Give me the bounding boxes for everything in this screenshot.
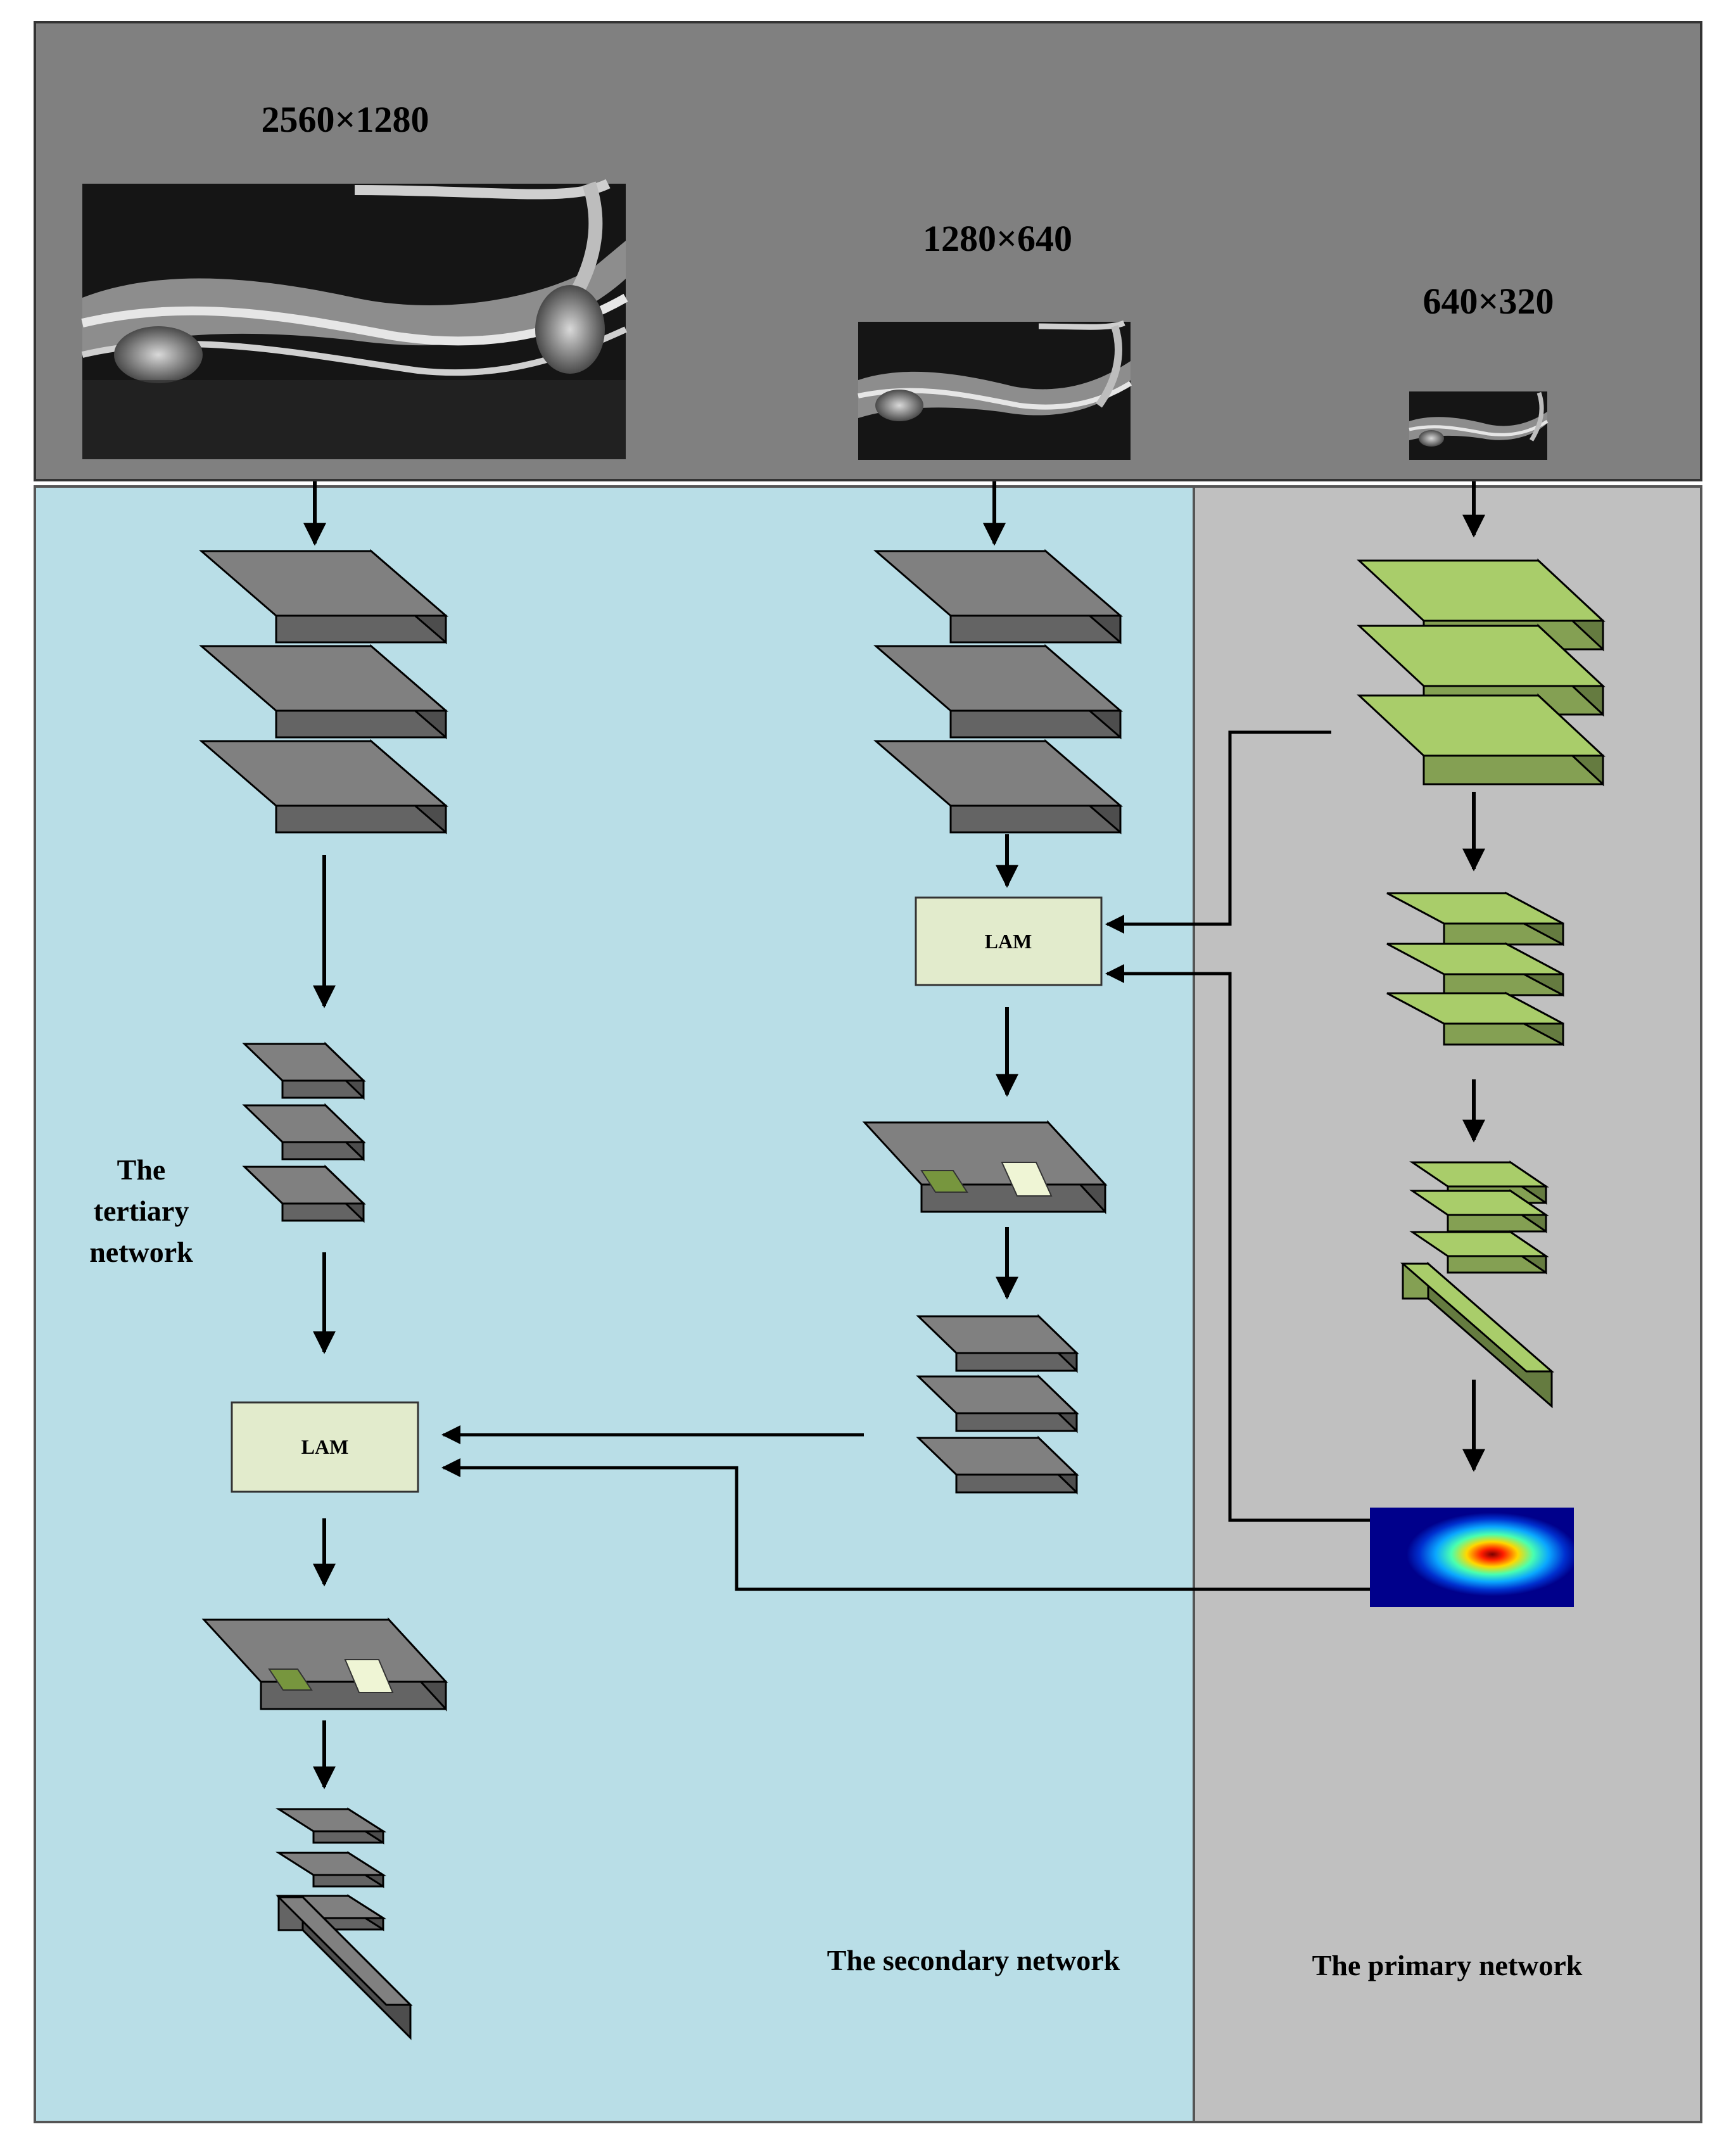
tertiary-mid-layer-2 (242, 1103, 366, 1162)
secondary-fused-green-patch (920, 1170, 968, 1193)
secondary-network-label: The secondary network (827, 1944, 1120, 1976)
primary-encoder-layer-3 (1357, 693, 1606, 787)
connector-heatmap-to-tertiary-lam (441, 1458, 1370, 1591)
tertiary-fused-light-patch (344, 1659, 394, 1693)
secondary-encoder-layer-3 (873, 739, 1124, 835)
primary-mid-layer-3 (1386, 991, 1564, 1046)
primary-decoder-layer-3 (1409, 1230, 1549, 1274)
tertiary-network-label-line3: network (89, 1236, 193, 1268)
primary-mid-layer-2 (1386, 942, 1564, 997)
secondary-fused-layer (862, 1120, 1108, 1214)
lam-module-secondary (915, 896, 1103, 986)
tertiary-mid-layer-3 (242, 1164, 366, 1223)
tertiary-decoder-layer-2 (275, 1851, 387, 1888)
attention-heatmap-icon (1370, 1508, 1574, 1607)
primary-decoder-layer-2 (1409, 1189, 1549, 1233)
lam-module-tertiary-label: LAM (301, 1435, 349, 1458)
knee-mri-large-icon (81, 179, 628, 459)
connector-heatmap-to-secondary-lam (1105, 964, 1370, 1522)
tertiary-encoder-layer-1 (198, 549, 449, 645)
knee-mri-medium-icon (858, 320, 1132, 460)
resolution-label-small: 640×320 (1422, 281, 1554, 322)
resolution-label-large: 2560×1280 (261, 99, 429, 140)
tertiary-decoder-layer-1 (275, 1807, 387, 1845)
tertiary-encoder-layer-2 (198, 644, 449, 740)
tertiary-fused-layer (201, 1617, 448, 1712)
secondary-decoder-layer-1 (916, 1314, 1079, 1373)
primary-network-label: The primary network (1312, 1949, 1583, 1981)
secondary-encoder-layer-1 (873, 549, 1124, 645)
resolution-label-medium: 1280×640 (923, 218, 1072, 259)
secondary-fused-light-patch (1001, 1162, 1053, 1197)
connector-primary-features-to-secondary-lam (1105, 730, 1331, 934)
lam-module-tertiary (231, 1401, 419, 1493)
secondary-decoder-layer-2 (916, 1374, 1079, 1433)
tertiary-encoder-layer-3 (198, 739, 449, 835)
tertiary-network-label-line2: tertiary (94, 1195, 189, 1227)
lam-module-secondary-label: LAM (985, 930, 1032, 953)
tertiary-output-layer (276, 1895, 413, 2040)
knee-mri-small-icon (1409, 391, 1549, 460)
primary-output-layer (1400, 1261, 1555, 1409)
tertiary-mid-layer-1 (242, 1041, 366, 1100)
tertiary-fused-green-patch (268, 1668, 313, 1691)
primary-mid-layer-1 (1386, 891, 1564, 946)
secondary-encoder-layer-2 (873, 644, 1124, 740)
secondary-decoder-layer-3 (916, 1435, 1079, 1495)
tertiary-network-label-line1: The (117, 1153, 166, 1186)
